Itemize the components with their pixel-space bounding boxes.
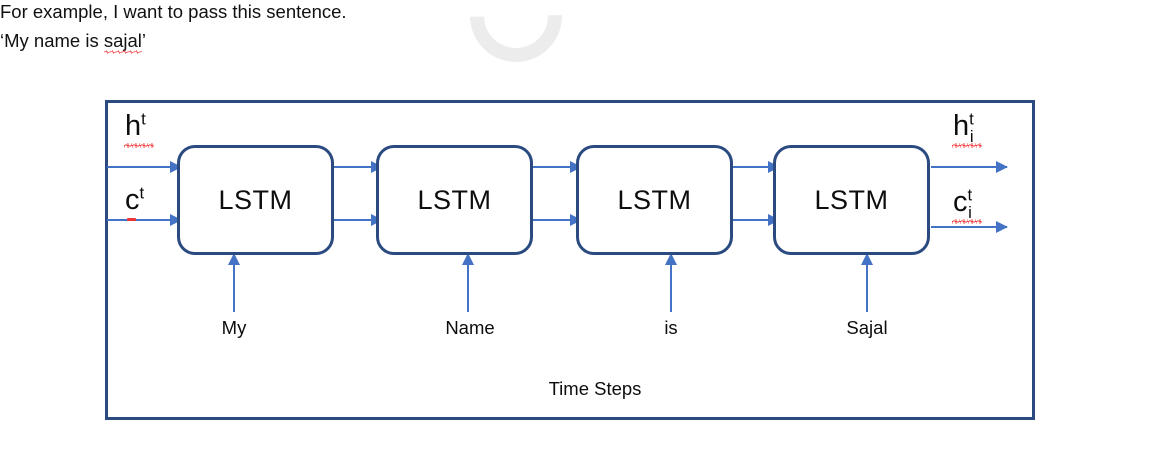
lstm-cell-3: LSTM xyxy=(576,145,733,255)
arrow-cell-state-cell3-cell4 xyxy=(731,214,780,226)
arrow-cell-state-output xyxy=(931,221,1008,233)
arrow-word-input-3 xyxy=(665,253,677,312)
arrow-hidden-state-cell1-cell2 xyxy=(334,161,383,173)
arrow-word-input-2 xyxy=(462,253,474,312)
lstm-cell-4-label: LSTM xyxy=(814,184,889,215)
arrow-cell-state-input xyxy=(107,214,182,226)
label-hidden-state-input: ht xyxy=(123,109,155,148)
intro-sentence-line-1: For example, I want to pass this sentenc… xyxy=(0,1,347,22)
label-cell-state-input-base: c xyxy=(125,184,140,216)
lstm-cell-2: LSTM xyxy=(376,145,533,255)
arrow-hidden-state-cell2-cell3 xyxy=(533,161,582,173)
label-cell-state-output-sup: t xyxy=(967,185,973,205)
label-hidden-state-input-base: h xyxy=(123,110,155,148)
label-hidden-state-output: hti xyxy=(951,109,983,148)
lstm-cell-2-label: LSTM xyxy=(417,184,492,215)
arrow-hidden-state-input xyxy=(107,161,182,173)
label-cell-state-output-base: c xyxy=(952,186,982,224)
lstm-cell-1: LSTM xyxy=(177,145,334,255)
diagram-caption: Time Steps xyxy=(548,378,642,399)
label-cell-state-input-sup: t xyxy=(139,183,145,203)
label-cell-state-output: cti xyxy=(952,185,982,224)
lstm-cell-1-label: LSTM xyxy=(218,184,293,215)
quoted-sentence-suffix: ’ xyxy=(141,30,147,51)
arrow-word-input-4 xyxy=(861,253,873,312)
label-hidden-state-input-sup: t xyxy=(141,109,146,129)
word-label-1: My xyxy=(221,317,247,338)
label-hidden-state-output-base: h xyxy=(951,110,983,148)
arrow-hidden-state-output xyxy=(931,161,1008,173)
crescent-decoration-icon xyxy=(450,0,582,82)
misspelled-word: sajal xyxy=(103,30,142,53)
intro-sentence-line-2: ‘My name is sajal’ xyxy=(0,30,147,53)
arrow-cell-state-cell1-cell2 xyxy=(334,214,383,226)
arrow-word-input-1 xyxy=(228,253,240,312)
word-label-4: Sajal xyxy=(846,317,888,338)
quoted-sentence-prefix: ‘My name is xyxy=(0,30,104,51)
label-cell-state-output-sub: i xyxy=(968,202,972,222)
label-hidden-state-output-sup: t xyxy=(969,109,974,129)
label-hidden-state-output-sub: i xyxy=(969,126,974,146)
lstm-cell-4: LSTM xyxy=(773,145,930,255)
arrow-hidden-state-cell3-cell4 xyxy=(731,161,780,173)
label-cell-state-input: ct xyxy=(125,183,145,216)
lstm-cell-3-label: LSTM xyxy=(617,184,692,215)
word-label-3: is xyxy=(664,317,678,338)
arrow-cell-state-cell2-cell3 xyxy=(533,214,582,226)
word-label-2: Name xyxy=(445,317,495,338)
